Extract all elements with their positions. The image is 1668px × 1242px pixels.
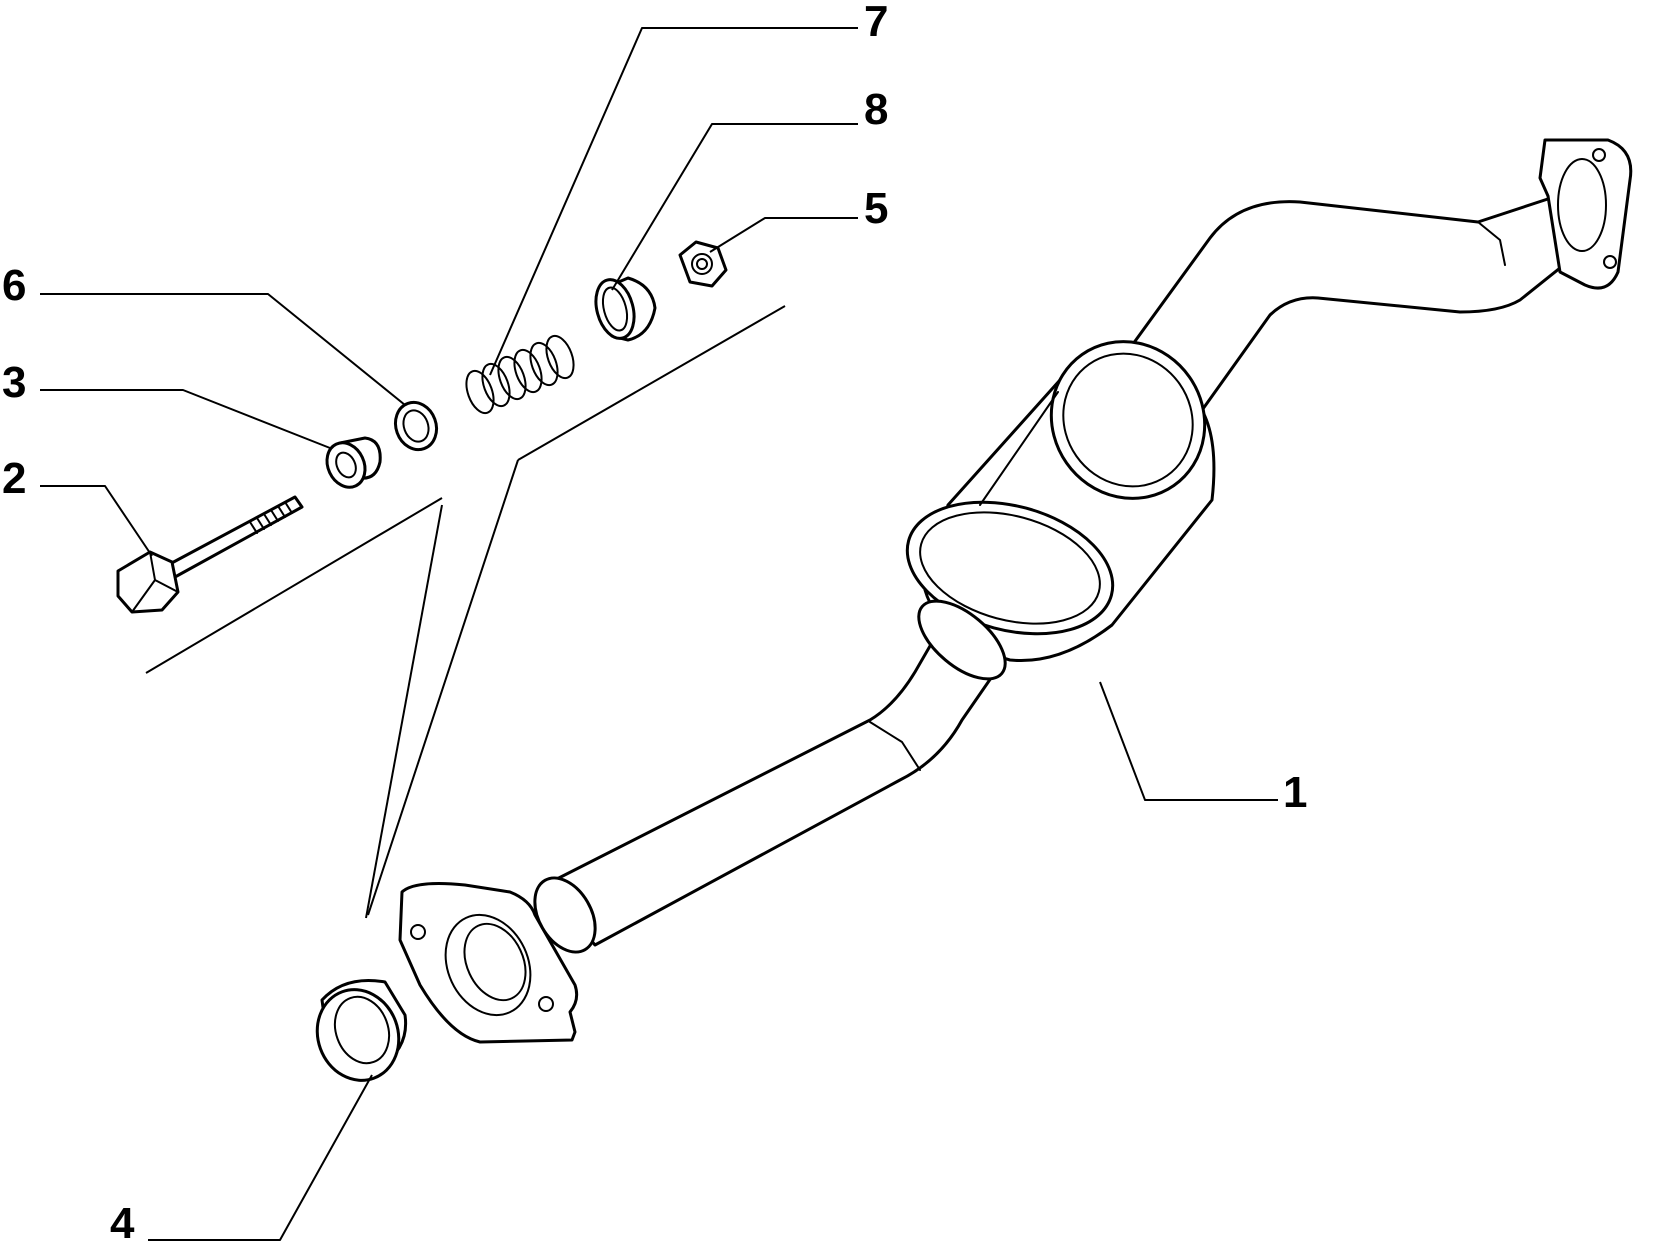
bushing bbox=[325, 436, 382, 489]
lower-pipe-tube bbox=[543, 618, 1002, 947]
upper-pipe-tube bbox=[1123, 193, 1582, 422]
callout-leaders bbox=[40, 27, 1278, 1241]
assembly-line-lower bbox=[145, 497, 443, 674]
front-flange-bore bbox=[444, 913, 532, 1017]
hex-nut-bore bbox=[691, 253, 713, 275]
exhaust-pipe-catalytic-converter bbox=[398, 138, 1633, 1044]
spring-coil bbox=[529, 341, 559, 387]
sealing-sleeve bbox=[315, 978, 408, 1082]
lower-pipe-bend bbox=[869, 721, 921, 771]
front-flange-bore-inner bbox=[463, 922, 527, 1002]
rear-flange-bore bbox=[1557, 158, 1607, 252]
leader-3 bbox=[40, 389, 331, 449]
callout-6: 6 bbox=[2, 261, 26, 310]
leader-7 bbox=[489, 27, 858, 376]
callout-4: 4 bbox=[110, 1199, 135, 1242]
front-flange-hole-right bbox=[538, 996, 554, 1012]
converter-seam bbox=[979, 391, 1059, 506]
converter-front-cap bbox=[905, 500, 1115, 636]
leader-6 bbox=[40, 293, 406, 406]
converter-rear-cap bbox=[1049, 340, 1207, 500]
bushing-bore bbox=[335, 451, 357, 479]
rear-flange-hole-top bbox=[1592, 148, 1606, 162]
callout-2: 2 bbox=[2, 454, 26, 503]
hex-nut-bore-inner bbox=[696, 258, 708, 270]
assembly-line-upper bbox=[517, 305, 786, 461]
front-pipe-stub bbox=[533, 876, 597, 954]
collar bbox=[594, 276, 657, 342]
callout-1: 1 bbox=[1283, 768, 1307, 817]
converter-front-cap-ring bbox=[919, 511, 1101, 625]
callout-5: 5 bbox=[864, 184, 888, 233]
coil-spring bbox=[465, 334, 575, 415]
callout-labels: 1 2 3 4 5 6 7 8 bbox=[2, 0, 1307, 1242]
collar-inner bbox=[601, 286, 629, 332]
leader-1 bbox=[1099, 681, 1278, 801]
spring-coil bbox=[481, 362, 511, 408]
hex-nut-body bbox=[678, 240, 728, 288]
spring-coil bbox=[513, 348, 543, 394]
sealing-sleeve-inner bbox=[333, 995, 391, 1065]
spring-coil bbox=[465, 369, 495, 415]
upper-pipe-bend bbox=[1477, 221, 1506, 266]
assembly-line-vertical bbox=[365, 504, 443, 919]
bushing-flange bbox=[325, 441, 367, 489]
leader-4 bbox=[148, 1074, 373, 1241]
callout-3: 3 bbox=[2, 358, 26, 407]
bolt-hex-head bbox=[116, 550, 180, 614]
hex-nut bbox=[678, 240, 728, 288]
assembly-guide-lines bbox=[145, 305, 786, 919]
collar-front bbox=[594, 278, 636, 340]
leader-8 bbox=[611, 123, 858, 291]
sealing-sleeve-front bbox=[315, 988, 401, 1082]
leader-5 bbox=[709, 217, 858, 253]
assembly-line-diagonal bbox=[367, 459, 519, 916]
bolt-thread bbox=[249, 501, 293, 534]
spring-coil bbox=[545, 334, 575, 380]
callout-8: 8 bbox=[864, 85, 888, 134]
bolt bbox=[116, 495, 304, 614]
converter-inlet-collar bbox=[917, 599, 1007, 681]
rear-flange-hole-bottom bbox=[1603, 255, 1617, 269]
converter-rear-cap-ring bbox=[1062, 352, 1194, 488]
front-flange-hole-left bbox=[410, 924, 426, 940]
front-flange bbox=[398, 882, 579, 1044]
bolt-head-face bbox=[131, 551, 179, 613]
washer-outer bbox=[393, 400, 439, 452]
washer bbox=[393, 400, 439, 452]
washer-inner bbox=[402, 409, 430, 443]
spring-coil bbox=[497, 355, 527, 401]
bolt-shank bbox=[166, 495, 304, 579]
callout-7: 7 bbox=[864, 0, 888, 46]
leader-2 bbox=[40, 485, 153, 557]
